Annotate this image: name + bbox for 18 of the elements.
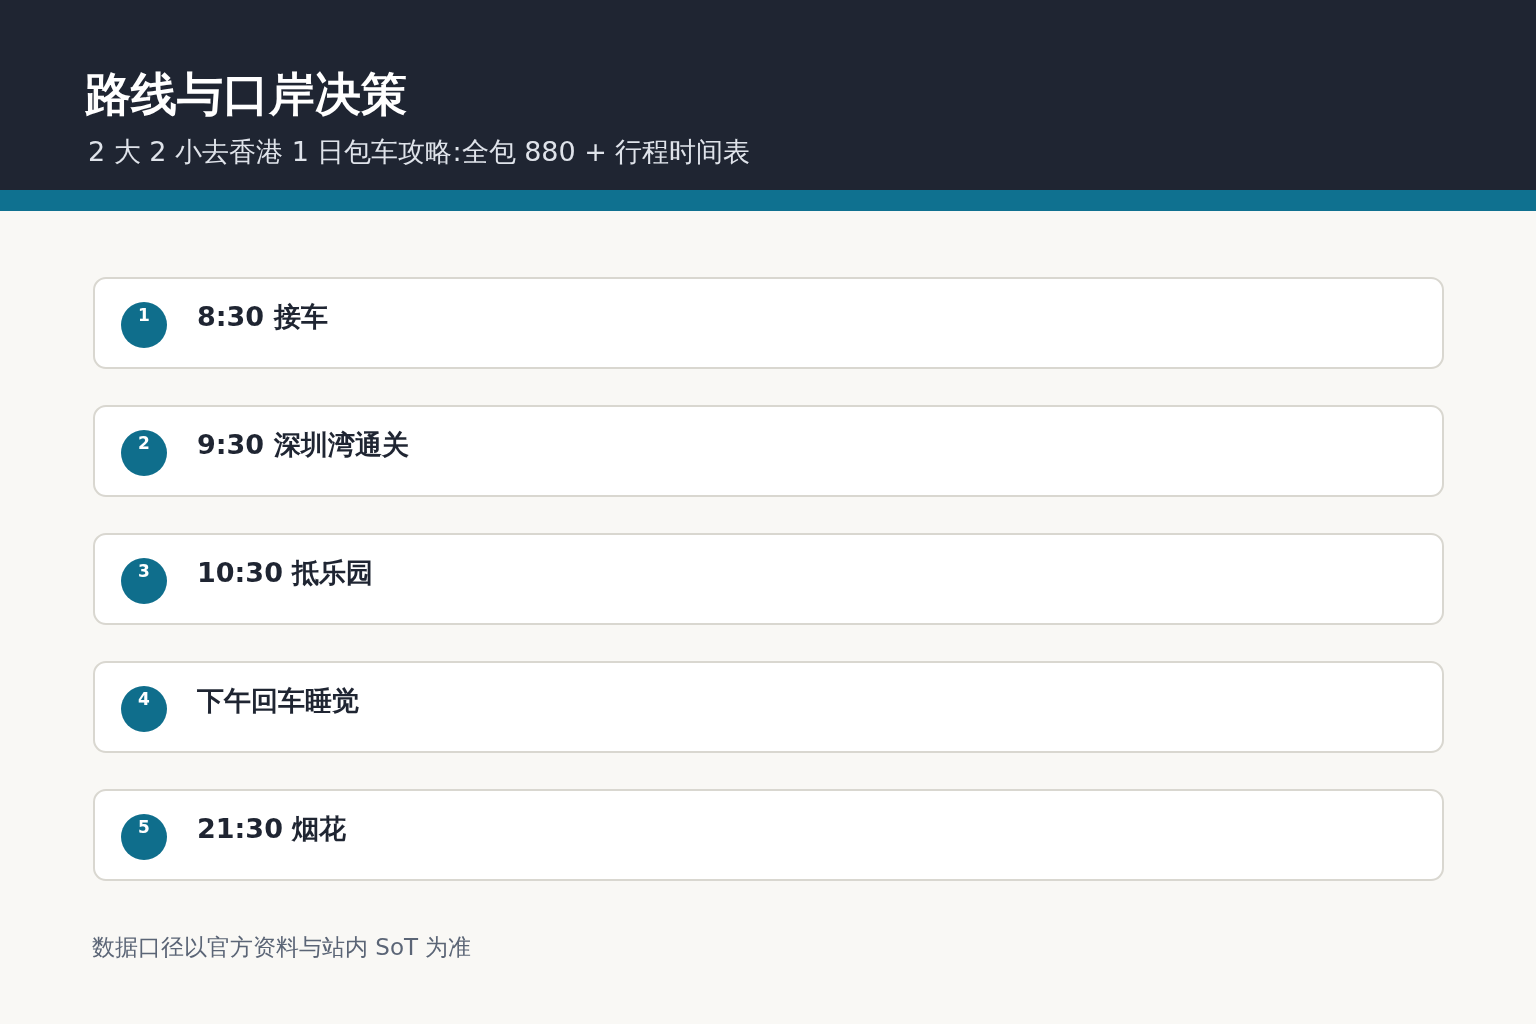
step-text: 21:30 烟花 bbox=[197, 812, 347, 846]
footer-note: 数据口径以官方资料与站内 SoT 为准 bbox=[92, 933, 472, 962]
step-number-badge: 1 bbox=[121, 302, 167, 348]
step-card bbox=[93, 277, 1444, 369]
title: 路线与口岸决策 bbox=[85, 66, 407, 123]
step-number-badge: 3 bbox=[121, 558, 167, 604]
step-text: 10:30 抵乐园 bbox=[197, 556, 374, 590]
subtitle: 2 大 2 小去香港 1 日包车攻略:全包 880 + 行程时间表 bbox=[88, 135, 751, 169]
step-number-badge: 2 bbox=[121, 430, 167, 476]
step-card bbox=[93, 661, 1444, 753]
step-text: 下午回车睡觉 bbox=[197, 684, 359, 718]
step-number-badge: 5 bbox=[121, 814, 167, 860]
step-card bbox=[93, 405, 1444, 497]
step-number-badge: 4 bbox=[121, 686, 167, 732]
step-card bbox=[93, 789, 1444, 881]
step-card bbox=[93, 533, 1444, 625]
step-text: 8:30 接车 bbox=[197, 300, 328, 334]
step-text: 9:30 深圳湾通关 bbox=[197, 428, 409, 462]
